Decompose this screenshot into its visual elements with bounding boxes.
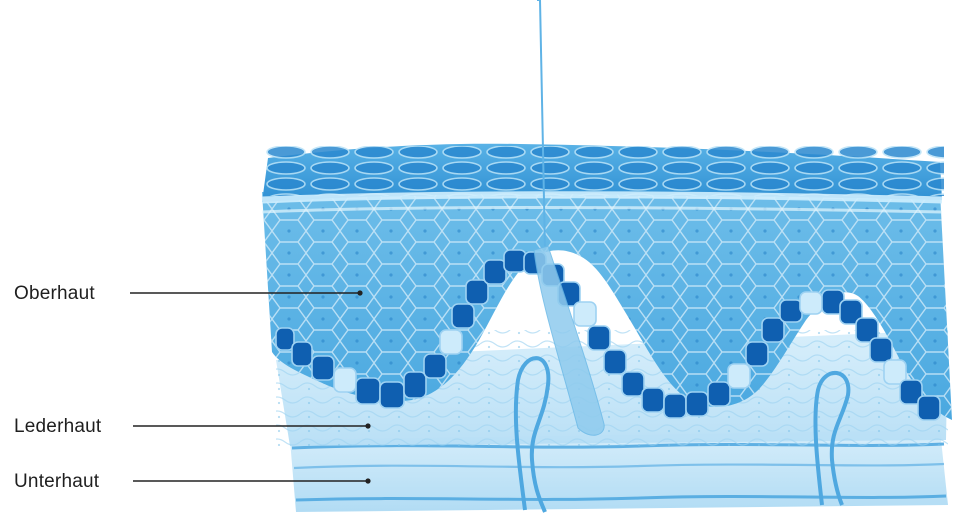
- subcutis-leader-dot: [365, 478, 370, 483]
- epidermis-leader-dot: [357, 290, 362, 295]
- subcutis-label: Unterhaut: [14, 472, 99, 491]
- epidermis-label: Oberhaut: [14, 284, 95, 303]
- dermis-leader-dot: [365, 423, 370, 428]
- dermis-label: Lederhaut: [14, 417, 101, 436]
